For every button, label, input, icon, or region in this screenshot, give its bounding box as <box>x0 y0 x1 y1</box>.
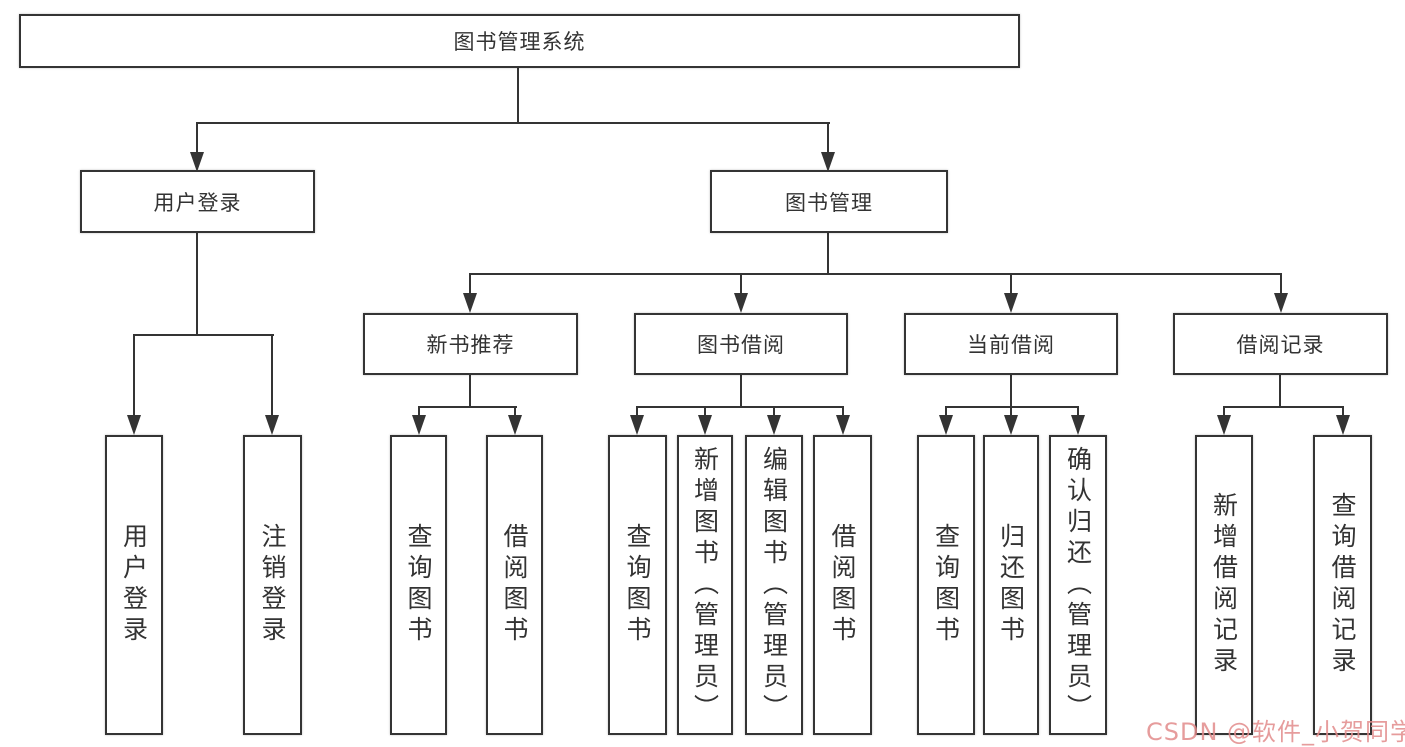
connector-vline <box>514 406 516 417</box>
connector-vline <box>827 233 829 273</box>
watermark: CSDN @软件_小贺同学 <box>1146 718 1405 746</box>
leaf-label: 确认归还（管理员） <box>1063 445 1093 725</box>
arrow-down-icon <box>1004 293 1018 313</box>
connector-vline <box>1342 406 1344 417</box>
arrow-down-icon <box>836 415 850 435</box>
connector-hline <box>418 406 517 408</box>
arrow-down-icon <box>463 293 477 313</box>
arrow-down-icon <box>1336 415 1350 435</box>
connector-vline <box>469 273 471 295</box>
arrow-down-icon <box>265 415 279 435</box>
leaf-label: 借阅图书 <box>500 523 529 647</box>
connector-hline <box>1223 406 1344 408</box>
connector-vline <box>271 334 273 417</box>
connector-vline <box>740 375 742 406</box>
connector-vline <box>418 406 420 417</box>
connector-hline <box>469 273 1282 275</box>
node-add-borrow-record: 新增借阅记录 <box>1195 435 1253 735</box>
connector-vline <box>1280 273 1282 295</box>
connector-vline <box>945 406 947 417</box>
arrow-down-icon <box>127 415 141 435</box>
leaf-label: 新增图书（管理员） <box>690 445 720 725</box>
node-query-books-current: 查询图书 <box>917 435 975 735</box>
connector-vline <box>1010 273 1012 295</box>
node-logout-leaf: 注销登录 <box>243 435 302 735</box>
leaf-label: 查询图书 <box>404 523 433 647</box>
connector-vline <box>196 233 198 334</box>
connector-hline <box>196 122 830 124</box>
node-add-book-admin: 新增图书（管理员） <box>677 435 733 735</box>
arrow-down-icon <box>1004 415 1018 435</box>
arrow-down-icon <box>939 415 953 435</box>
connector-vline <box>1279 375 1281 406</box>
connector-vline <box>1010 375 1012 406</box>
node-borrow-books-recommend: 借阅图书 <box>486 435 543 735</box>
node-borrowing-records: 借阅记录 <box>1173 313 1388 375</box>
leaf-label: 新增借阅记录 <box>1209 492 1239 678</box>
node-current-borrowing: 当前借阅 <box>904 313 1118 375</box>
node-query-borrow-record: 查询借阅记录 <box>1313 435 1372 735</box>
connector-vline <box>636 406 638 417</box>
node-user-login: 用户登录 <box>80 170 315 233</box>
connector-vline <box>1077 406 1079 417</box>
connector-vline <box>827 122 829 154</box>
node-confirm-return-admin: 确认归还（管理员） <box>1049 435 1107 735</box>
connector-hline <box>636 406 844 408</box>
node-login-leaf: 用户登录 <box>105 435 163 735</box>
arrow-down-icon <box>1071 415 1085 435</box>
leaf-label: 查询图书 <box>623 523 652 647</box>
arrow-down-icon <box>190 152 204 172</box>
connector-vline <box>773 406 775 417</box>
leaf-label: 借阅图书 <box>828 523 857 647</box>
connector-vline <box>469 375 471 406</box>
arrow-down-icon <box>767 415 781 435</box>
arrow-down-icon <box>734 293 748 313</box>
connector-vline <box>517 68 519 122</box>
arrow-down-icon <box>1217 415 1231 435</box>
arrow-down-icon <box>821 152 835 172</box>
connector-vline <box>196 122 198 154</box>
node-book-management: 图书管理 <box>710 170 948 233</box>
connector-vline <box>704 406 706 417</box>
node-new-book-recommend: 新书推荐 <box>363 313 578 375</box>
leaf-label: 编辑图书（管理员） <box>759 445 789 725</box>
connector-vline <box>740 273 742 295</box>
connector-vline <box>1010 406 1012 417</box>
leaf-label: 查询借阅记录 <box>1328 492 1357 678</box>
connector-hline <box>945 406 1079 408</box>
node-library-system: 图书管理系统 <box>19 14 1020 68</box>
arrow-down-icon <box>630 415 644 435</box>
arrow-down-icon <box>698 415 712 435</box>
node-borrow-books-borrowing: 借阅图书 <box>813 435 872 735</box>
connector-vline <box>842 406 844 417</box>
node-edit-book-admin: 编辑图书（管理员） <box>745 435 803 735</box>
connector-vline <box>1223 406 1225 417</box>
leaf-label: 查询图书 <box>931 523 961 647</box>
node-query-books-recommend: 查询图书 <box>390 435 447 735</box>
arrow-down-icon <box>412 415 426 435</box>
connector-vline <box>133 334 135 417</box>
arrow-down-icon <box>508 415 522 435</box>
node-query-books-borrowing: 查询图书 <box>608 435 667 735</box>
connector-hline <box>133 334 274 336</box>
node-book-borrowing: 图书借阅 <box>634 313 848 375</box>
leaf-label: 归还图书 <box>996 523 1026 647</box>
leaf-label: 注销登录 <box>258 523 287 647</box>
node-return-book: 归还图书 <box>983 435 1039 735</box>
arrow-down-icon <box>1274 293 1288 313</box>
leaf-label: 用户登录 <box>119 523 149 647</box>
